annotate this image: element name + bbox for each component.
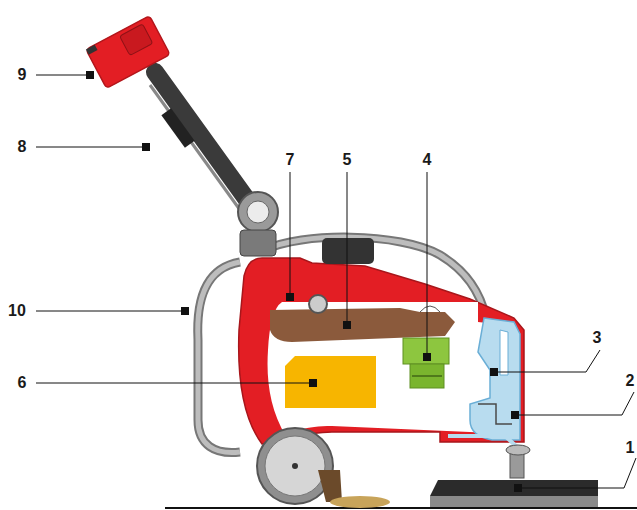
- water-feed-line: [478, 404, 512, 424]
- leader-line: [347, 172, 348, 324]
- leader-line: [290, 172, 291, 296]
- water-feed-line: [448, 436, 516, 478]
- callout-number: 5: [343, 152, 352, 168]
- handle-joint: [247, 201, 269, 223]
- leader-marker: [142, 143, 150, 151]
- handle-bar: [155, 72, 258, 215]
- callout-number: 3: [593, 330, 602, 346]
- callout-number: 1: [626, 440, 635, 456]
- callout-number: 6: [18, 375, 27, 391]
- callout-number: 4: [423, 152, 432, 168]
- battery: [285, 356, 376, 408]
- leader-marker: [181, 307, 189, 315]
- callout-number: 9: [18, 67, 27, 83]
- callout-number: 2: [626, 373, 635, 389]
- callout-number: 10: [8, 303, 26, 319]
- leader-marker: [309, 379, 317, 387]
- handle-grip: [161, 108, 194, 147]
- hose-connector: [322, 238, 374, 264]
- pump: [410, 364, 444, 388]
- leader-marker: [490, 368, 498, 376]
- squeegee: [318, 470, 342, 502]
- machine-body: [239, 258, 524, 444]
- hose: [198, 262, 240, 453]
- leader-marker: [511, 411, 519, 419]
- leader-marker: [343, 321, 351, 329]
- handle-mount: [240, 230, 276, 256]
- tank-cap: [309, 295, 327, 313]
- handle-joint: [238, 192, 278, 232]
- pump: [403, 338, 449, 364]
- wheel: [257, 428, 333, 504]
- leader-line: [518, 458, 636, 488]
- dirty-water: [330, 496, 390, 508]
- hose: [198, 262, 240, 453]
- brush-pad: [430, 496, 598, 507]
- tank-divider: [500, 330, 508, 375]
- brush-shaft: [506, 445, 530, 455]
- tank-inlet: [420, 306, 440, 312]
- leader-line: [36, 147, 144, 148]
- leader-line: [36, 311, 184, 312]
- leader-line: [427, 172, 428, 356]
- leader-marker: [286, 293, 294, 301]
- leader-line: [515, 392, 634, 415]
- floor-line: [165, 507, 637, 509]
- pump-detail: [412, 375, 442, 377]
- leader-line: [494, 350, 600, 372]
- leader-marker: [514, 484, 522, 492]
- control-box: [86, 16, 170, 89]
- leader-line: [36, 75, 88, 76]
- solution-tank: [470, 318, 520, 440]
- callout-number: 7: [286, 152, 295, 168]
- leader-markers: [86, 71, 522, 492]
- leader-lines: [36, 75, 636, 488]
- leader-marker: [86, 71, 94, 79]
- handle-bar: [150, 85, 240, 210]
- leader-line: [36, 383, 312, 384]
- callout-number: 8: [18, 139, 27, 155]
- control-box: [86, 16, 170, 89]
- control-panel: [120, 24, 153, 56]
- wheel: [265, 436, 325, 496]
- wheel-hub: [292, 463, 298, 469]
- control-switch: [86, 45, 98, 55]
- leader-marker: [423, 353, 431, 361]
